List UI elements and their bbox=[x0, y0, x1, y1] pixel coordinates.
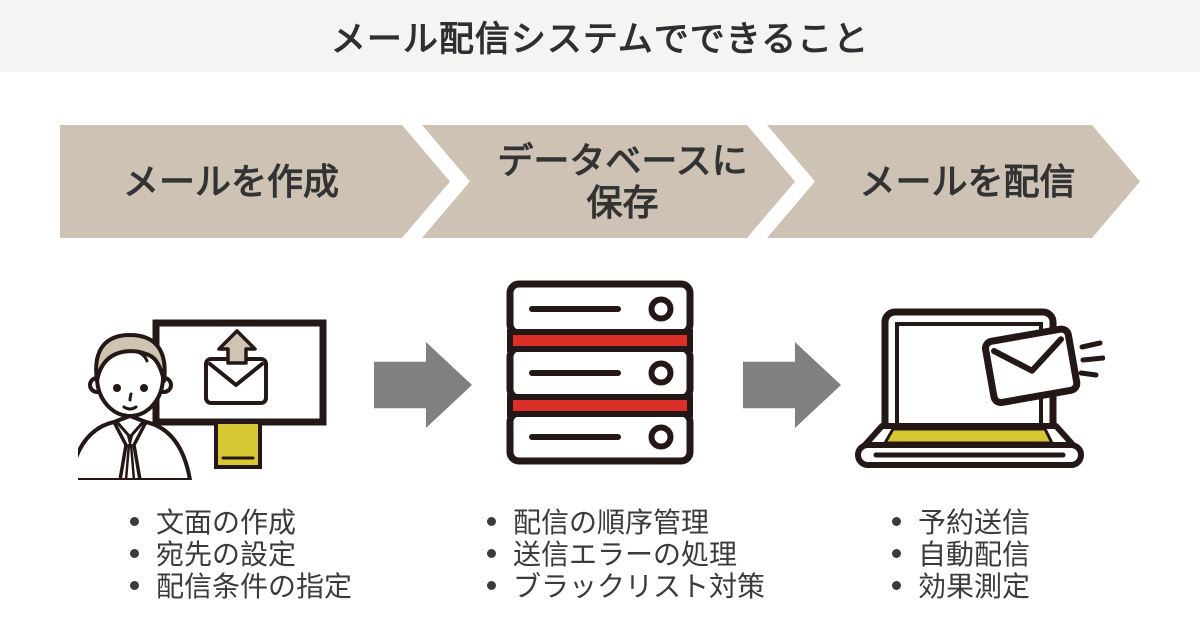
list-item-text: 予約送信 bbox=[918, 507, 1031, 538]
envelope-icon bbox=[204, 357, 268, 405]
list-item-text: 配信の順序管理 bbox=[513, 507, 710, 538]
speed-lines-icon bbox=[1078, 340, 1105, 378]
person-icon bbox=[78, 333, 192, 480]
list-item: 配信条件の指定 bbox=[130, 569, 352, 602]
envelope-icon bbox=[982, 325, 1081, 407]
step-banner-deliver-mail: メールを配信 bbox=[767, 125, 1140, 238]
title-bar: メール配信システムでできること bbox=[0, 0, 1200, 72]
bullet-icon bbox=[487, 580, 496, 590]
list-item-text: 自動配信 bbox=[918, 539, 1031, 570]
person-composing-email-illustration bbox=[78, 319, 327, 480]
list-item: 送信エラーの処理 bbox=[487, 537, 765, 570]
list-item: 効果測定 bbox=[892, 569, 1030, 602]
list-item-text: 配信条件の指定 bbox=[156, 571, 353, 602]
list-item-text: 効果測定 bbox=[918, 571, 1031, 602]
step-banner-save-to-database: データベースに 保存 bbox=[422, 125, 795, 238]
bullet-icon bbox=[130, 548, 139, 558]
bullet-icon bbox=[892, 516, 901, 526]
server-rack-icon bbox=[506, 280, 694, 465]
banner-label-line1: データベースに bbox=[497, 140, 748, 182]
banner-label-line2: 保存 bbox=[586, 181, 659, 223]
list-item-text: ブラックリスト対策 bbox=[513, 571, 766, 602]
bullet-icon bbox=[892, 580, 901, 590]
flow-arrow-icon bbox=[374, 342, 472, 428]
step-detail-list-save: 配信の順序管理 送信エラーの処理 ブラックリスト対策 bbox=[487, 505, 765, 602]
banner-label: メールを配信 bbox=[859, 160, 1076, 202]
list-item: ブラックリスト対策 bbox=[487, 569, 765, 602]
upload-arrow-icon bbox=[217, 329, 257, 365]
list-item: 宛先の設定 bbox=[130, 537, 352, 570]
list-item: 配信の順序管理 bbox=[487, 505, 765, 538]
list-item: 予約送信 bbox=[892, 505, 1030, 538]
database-server-illustration bbox=[506, 280, 694, 465]
banner-label: メールを作成 bbox=[122, 160, 339, 202]
flow-arrow-icon bbox=[743, 342, 841, 428]
list-item-text: 宛先の設定 bbox=[156, 539, 297, 570]
list-item-text: 送信エラーの処理 bbox=[513, 539, 738, 570]
step-detail-list-create: 文面の作成 宛先の設定 配信条件の指定 bbox=[130, 505, 352, 602]
bullet-icon bbox=[130, 580, 139, 590]
step-banner-create-mail: メールを作成 bbox=[60, 125, 450, 238]
step-detail-list-deliver: 予約送信 自動配信 効果測定 bbox=[892, 505, 1030, 602]
page-title: メール配信システムでできること bbox=[330, 19, 870, 59]
bullet-icon bbox=[892, 548, 901, 558]
bullet-icon bbox=[487, 516, 496, 526]
list-item: 文面の作成 bbox=[130, 505, 352, 538]
list-item: 自動配信 bbox=[892, 537, 1030, 570]
monitor-stand bbox=[214, 420, 262, 469]
bullet-icon bbox=[130, 516, 139, 526]
bullet-icon bbox=[487, 548, 496, 558]
laptop-sending-email-illustration bbox=[855, 308, 1105, 468]
list-item-text: 文面の作成 bbox=[156, 507, 297, 538]
